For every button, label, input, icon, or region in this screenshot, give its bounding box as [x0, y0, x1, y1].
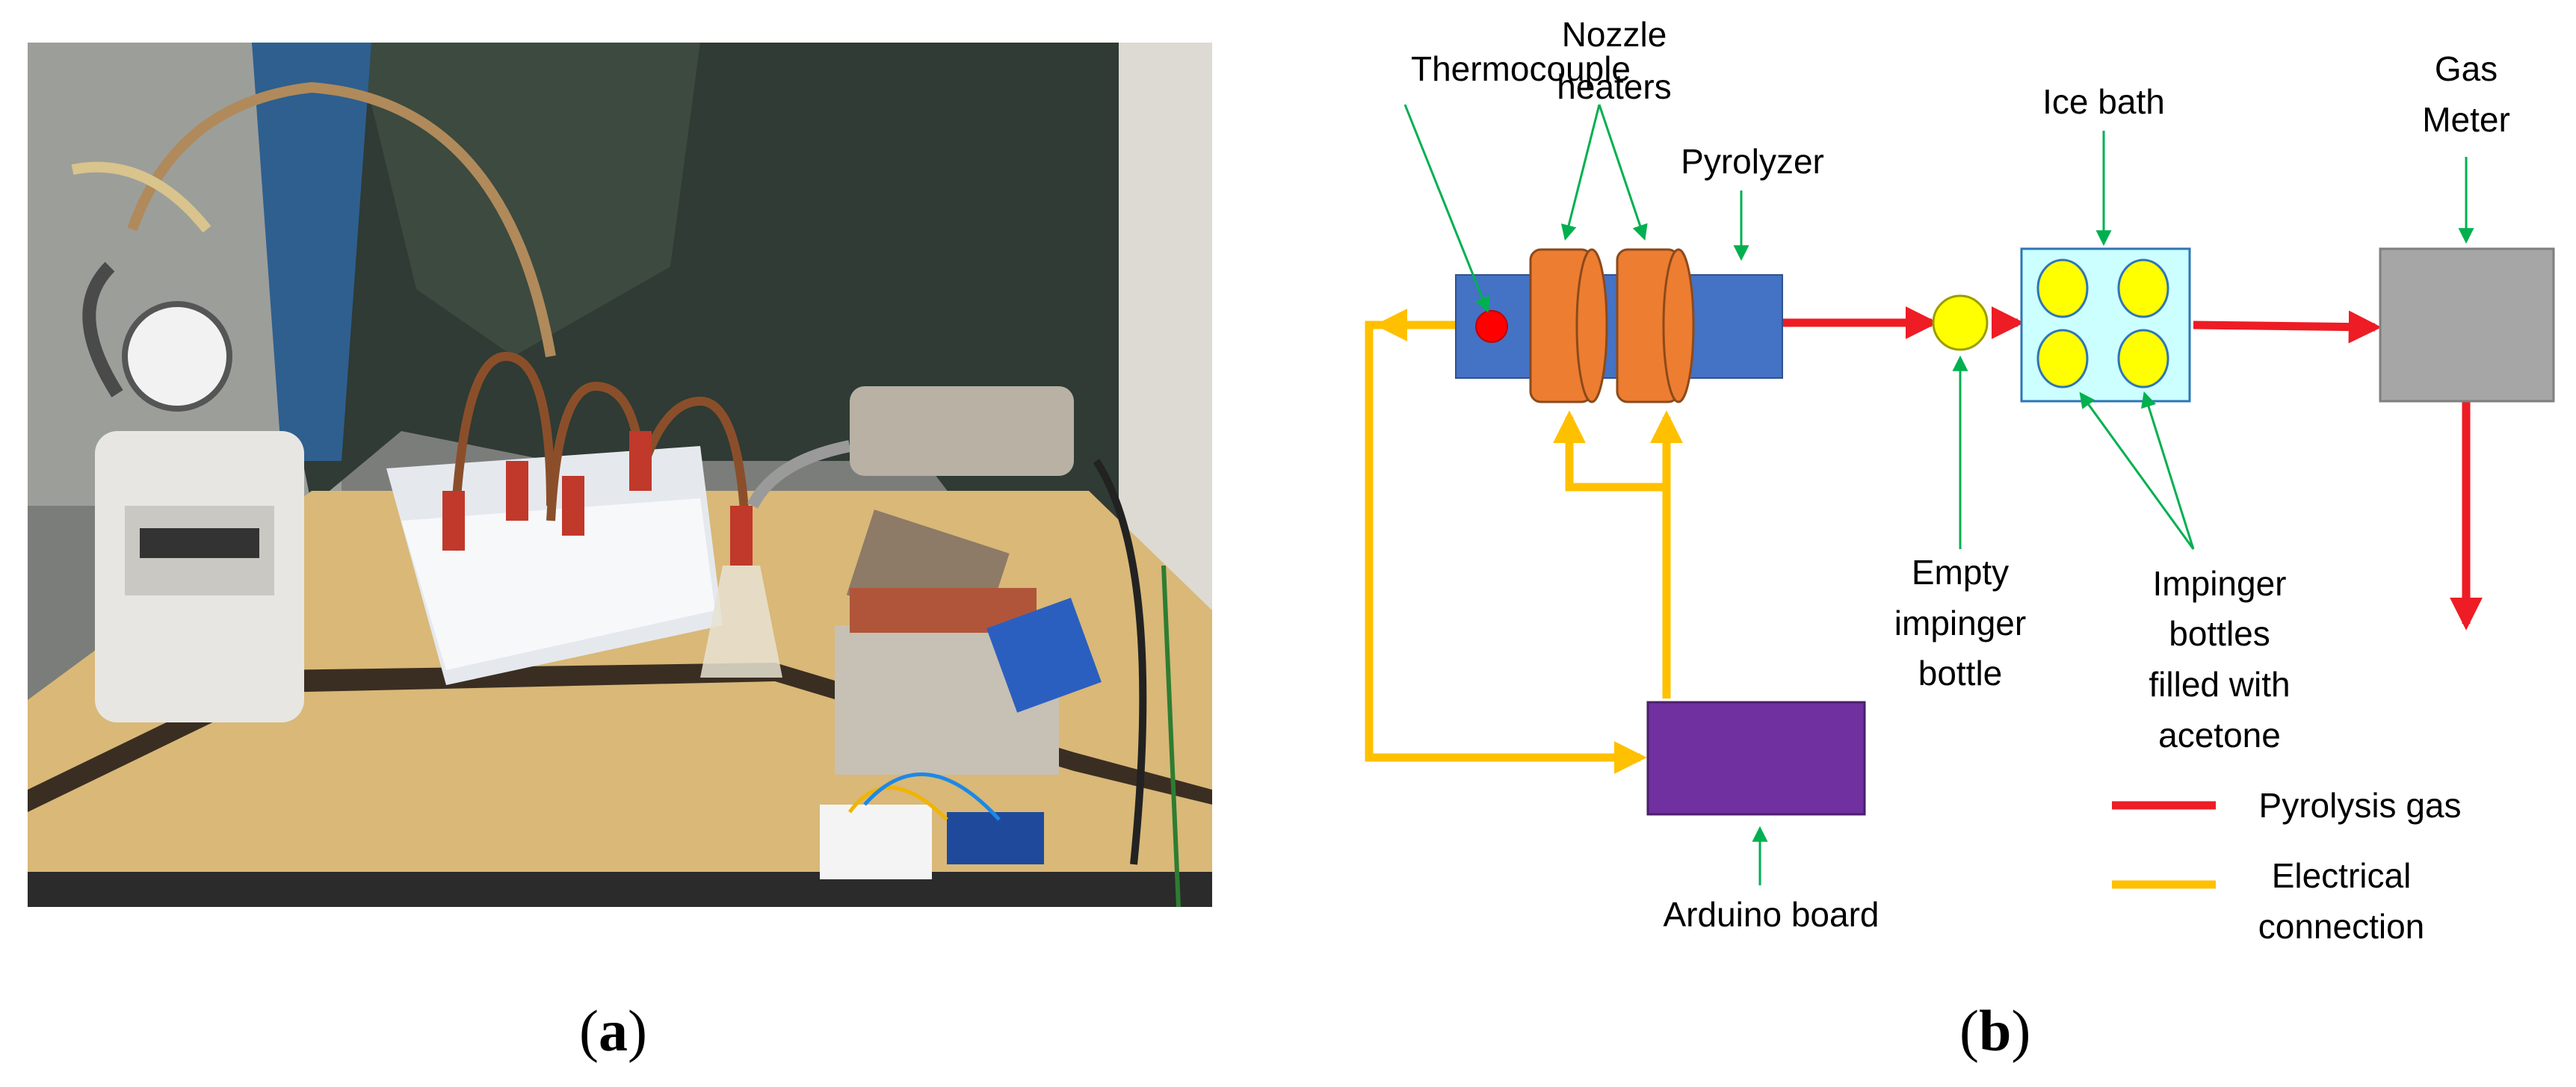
legend-label-gas: Pyrolysis gas [2259, 786, 2462, 825]
label-gas-meter-line2: Meter [2422, 100, 2510, 139]
nozzle-heater-1 [1529, 248, 1608, 403]
impinger-bottle [2036, 258, 2089, 318]
label-nozzle-heaters-line1: Nozzle [1562, 15, 1667, 54]
impinger-bottle [2117, 258, 2169, 318]
label-empty-bottle-line1: Empty [1912, 553, 2009, 592]
label-arduino-board: Arduino board [1664, 895, 1880, 934]
label-nozzle-heaters-line2: heaters [1557, 67, 1671, 106]
label-thermocouple: Thermocouple [1411, 49, 1631, 88]
label-empty-bottle-line3: bottle [1918, 654, 2003, 693]
label-pyrolyzer: Pyrolyzer [1681, 142, 1824, 181]
caption-letter: b [1978, 998, 2012, 1063]
caption-letter: a [598, 998, 628, 1063]
experimental-setup-photo [28, 43, 1212, 907]
label-impinger-line3: filled with [2149, 665, 2290, 704]
impinger-bottle [2036, 329, 2089, 388]
label-ice-bath: Ice bath [2042, 82, 2165, 121]
impinger-bottle [2117, 329, 2169, 388]
label-impinger-line1: Impinger [2153, 564, 2287, 603]
legend-label-electrical-line2: connection [2258, 907, 2425, 946]
pointer-lines [1403, 104, 2474, 885]
label-empty-bottle-line2: impinger [1894, 604, 2026, 642]
caption-paren-close: ) [2011, 998, 2031, 1063]
panel-b-caption: (b) [1959, 997, 2030, 1065]
process-schematic: Thermocouple Nozzle heaters Pyrolyzer Ic… [1365, 15, 2555, 946]
legend-label-electrical-line1: Electrical [2272, 856, 2412, 895]
electrical-lines [1365, 309, 1683, 774]
legend: Pyrolysis gas Electrical connection [2112, 786, 2461, 946]
caption-paren-open: ( [1959, 998, 1979, 1063]
arduino-board-box [1646, 701, 1866, 816]
gas-meter-box [2379, 247, 2555, 403]
label-gas-meter-line1: Gas [2435, 49, 2498, 88]
label-impinger-line4: acetone [2158, 716, 2281, 755]
thermocouple-dot [1475, 310, 1508, 343]
label-impinger-line2: bottles [2169, 614, 2270, 653]
panel-a-caption: (a) [579, 997, 647, 1065]
caption-paren-open: ( [579, 998, 599, 1063]
gas-flow-lines [1782, 306, 2483, 631]
nozzle-heater-2 [1616, 248, 1695, 403]
caption-paren-close: ) [627, 998, 647, 1063]
empty-impinger-bottle [1932, 294, 1989, 351]
